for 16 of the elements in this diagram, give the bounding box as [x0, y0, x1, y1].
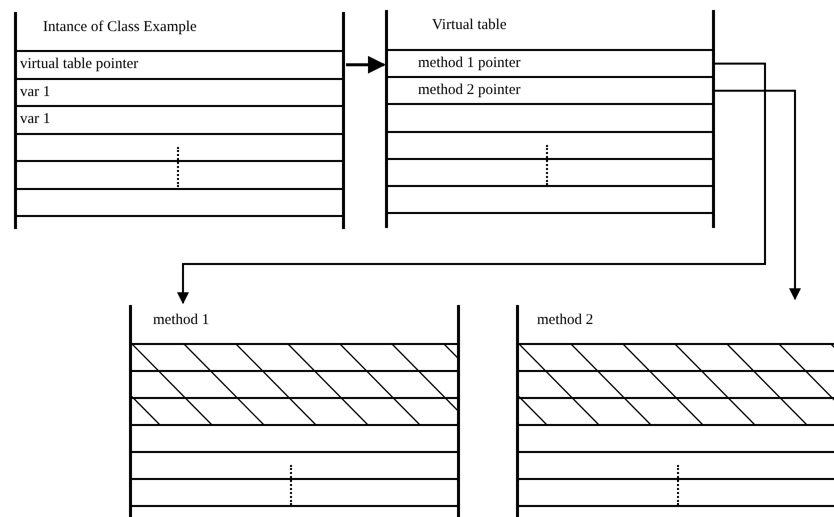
table-title: Virtual table: [432, 17, 506, 33]
memory-table: [14, 12, 345, 229]
table-title: Intance of Class Example: [43, 19, 197, 35]
arrow: [346, 56, 386, 74]
memory-table: [516, 305, 834, 517]
arrow: [715, 90, 801, 300]
table-title: method 2: [537, 312, 594, 328]
table-row: var 1: [17, 105, 342, 132]
table-row: method 1 pointer: [388, 49, 712, 76]
memory-table: [385, 10, 715, 228]
memory-table: [129, 305, 460, 517]
table-row: virtual table pointer: [17, 50, 342, 78]
arrow: [177, 62, 766, 304]
table-row: method 2 pointer: [388, 76, 712, 104]
table-title: method 1: [153, 312, 210, 328]
table-row: var 1: [17, 78, 342, 105]
